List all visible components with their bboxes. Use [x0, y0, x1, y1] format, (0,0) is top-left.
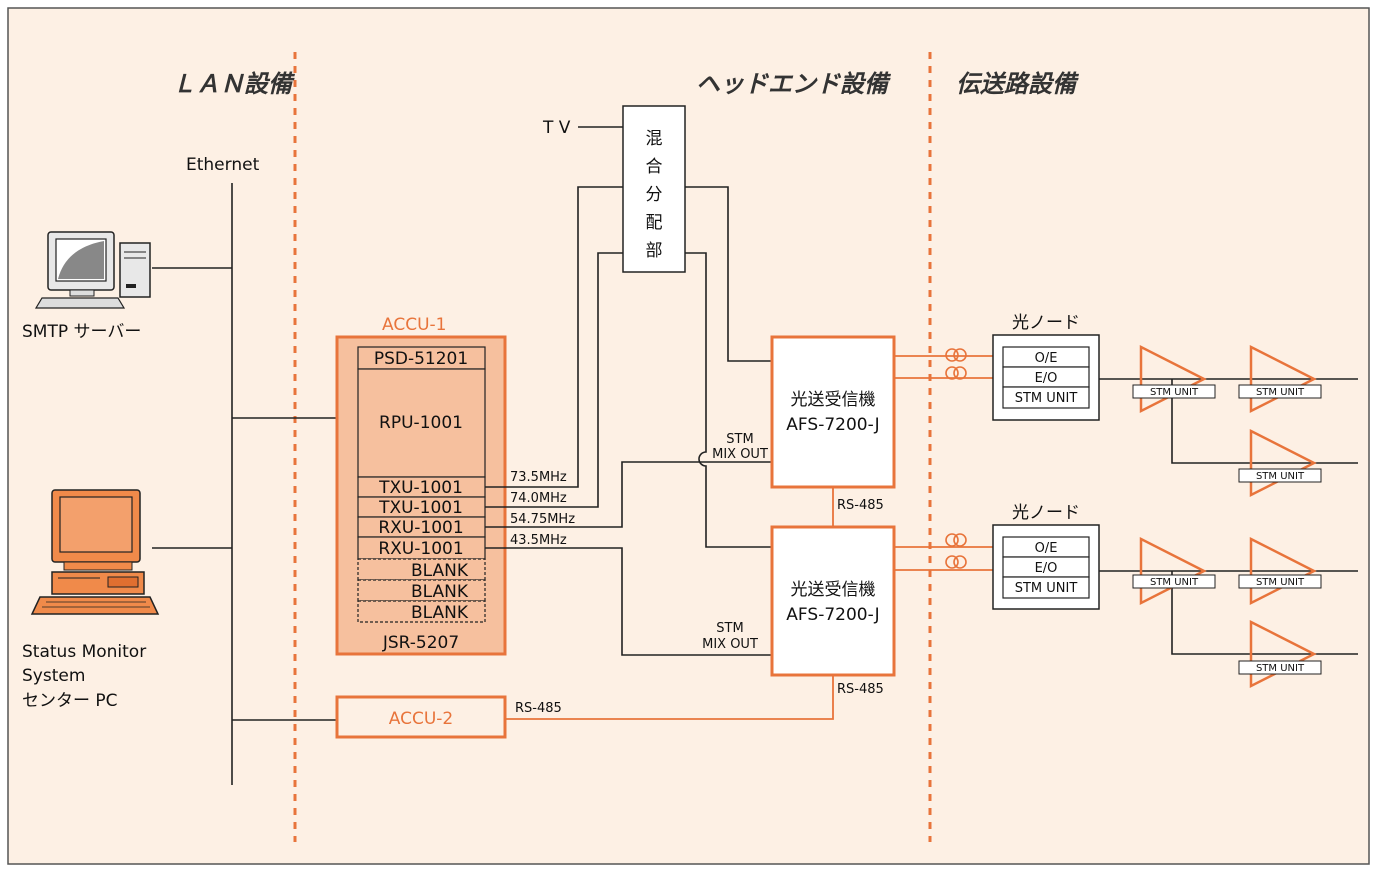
- freq-label-3: 54.75MHz: [510, 512, 575, 527]
- txu2-line: [485, 252, 623, 508]
- center-pc-label-line3: センター PC: [22, 691, 118, 711]
- fiber-links-1: [894, 348, 1003, 380]
- accu2-label: ACCU-2: [389, 709, 453, 729]
- center-pc-icon: [30, 489, 160, 615]
- ethernet-label: Ethernet: [186, 155, 260, 175]
- module-rpu: [357, 368, 486, 478]
- module-blank-3: [357, 600, 486, 623]
- rxu1-line: [485, 461, 772, 528]
- amplifier-1-label: STM UNIT: [1150, 387, 1199, 398]
- optical-node-1-stm: [1002, 386, 1090, 409]
- optical-node-2-eo-label: E/O: [1035, 561, 1058, 576]
- module-label-rpu: RPU-1001: [379, 413, 463, 433]
- module-label-txu-1: TXU-1001: [378, 478, 463, 498]
- freq-label-2: 74.0MHz: [510, 491, 567, 506]
- combiner-box: [622, 105, 686, 273]
- amplifier-5-label: STM UNIT: [1256, 577, 1305, 588]
- amplifier-1: [1132, 344, 1216, 414]
- smtp-server-label: SMTP サーバー: [22, 322, 141, 342]
- module-label-txu-2: TXU-1001: [378, 498, 463, 518]
- combiner-char-4: 配: [646, 213, 663, 233]
- optical-node-1-eo-label: E/O: [1035, 371, 1058, 386]
- amplifier-4: [1132, 536, 1216, 606]
- combiner-char-3: 分: [646, 185, 663, 205]
- section-title-transmission: 伝送路設備: [956, 70, 1080, 98]
- center-pc-label-line2: System: [22, 666, 85, 686]
- section-title-lan: ＬＡＮ設備: [172, 70, 296, 98]
- stm-mix-out-2-line2: MIX OUT: [702, 637, 758, 652]
- amplifier-2: [1238, 344, 1322, 414]
- accu1-chassis-label: JSR-5207: [382, 633, 459, 653]
- combiner-char-2: 合: [646, 157, 663, 177]
- amplifier-6: [1238, 619, 1322, 689]
- transceiver-2: [770, 525, 896, 677]
- combiner-tx2-line: [685, 252, 772, 548]
- freq-label-4: 43.5MHz: [510, 533, 567, 548]
- accu2-rs485-line: [505, 675, 834, 720]
- diagram-background: [7, 7, 1370, 865]
- optical-node-2-title: 光ノード: [1012, 503, 1080, 523]
- module-label-blank-1: BLANK: [411, 561, 469, 581]
- amplifier-4-label: STM UNIT: [1150, 577, 1199, 588]
- optical-node-1-oe-label: O/E: [1035, 351, 1058, 366]
- module-label-rxu-1: RXU-1001: [378, 518, 463, 538]
- transceiver-1: [770, 335, 896, 489]
- tv-label: T V: [542, 118, 571, 138]
- module-label-rxu-2: RXU-1001: [378, 539, 463, 559]
- accu1-modules: [357, 346, 486, 623]
- optical-node-2-stm: [1002, 576, 1090, 599]
- combiner-char-1: 混: [646, 129, 663, 149]
- transceiver-2-label-line1: 光送受信機: [791, 580, 876, 600]
- amplifier-2-label: STM UNIT: [1256, 387, 1305, 398]
- rxu2-line: [485, 547, 772, 656]
- optical-node-2-oe-label: O/E: [1035, 541, 1058, 556]
- amplifier-5: [1238, 536, 1322, 606]
- accu2-rs485-label: RS-485: [515, 701, 562, 716]
- transceiver-1-label-line1: 光送受信機: [791, 390, 876, 410]
- module-label-blank-2: BLANK: [411, 582, 469, 602]
- module-label-psd: PSD-51201: [374, 349, 468, 369]
- amplifier-3-label: STM UNIT: [1256, 471, 1305, 482]
- freq-label-1: 73.5MHz: [510, 470, 567, 485]
- combiner-tx1-line: [685, 186, 772, 362]
- optical-node-1-title: 光ノード: [1012, 313, 1080, 333]
- amplifier-3: [1238, 428, 1322, 498]
- smtp-server-icon: [34, 231, 151, 309]
- optical-node-2-stm-label: STM UNIT: [1015, 581, 1078, 596]
- transceiver-2-label-line2: AFS-7200-J: [786, 605, 879, 625]
- transceiver-1-label-line2: AFS-7200-J: [786, 415, 879, 435]
- section-title-headend: ヘッドエンド設備: [696, 70, 892, 98]
- amplifier-6-label: STM UNIT: [1256, 663, 1305, 674]
- fiber-links-2: [894, 533, 1003, 571]
- stm-mix-out-1-line1: STM: [726, 432, 753, 447]
- txu1-line: [485, 186, 623, 488]
- rs485-link-label: RS-485: [837, 498, 884, 513]
- accu2-box: [335, 695, 507, 739]
- center-pc-label-line1: Status Monitor: [22, 642, 146, 662]
- optical-node-1-stm-label: STM UNIT: [1015, 391, 1078, 406]
- combiner-char-5: 部: [646, 241, 663, 261]
- stm-mix-out-1-line2: MIX OUT: [712, 447, 768, 462]
- accu1-title: ACCU-1: [382, 315, 446, 335]
- module-label-blank-3: BLANK: [411, 603, 469, 623]
- rs485-accu2-label: RS-485: [837, 682, 884, 697]
- stm-mix-out-2-line1: STM: [716, 621, 743, 636]
